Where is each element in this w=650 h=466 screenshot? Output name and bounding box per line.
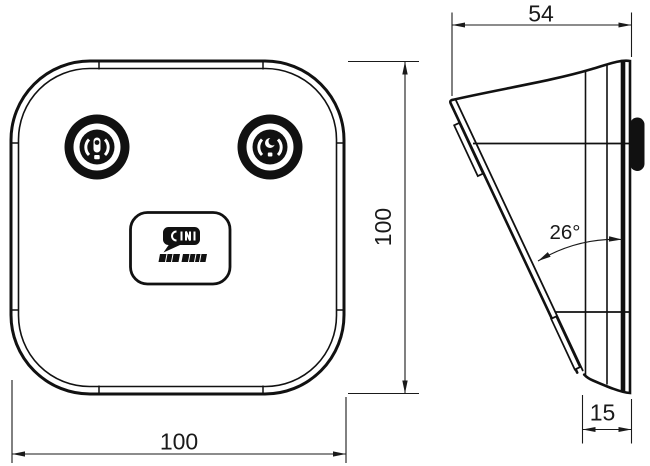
- side-body-outline: [450, 59, 632, 395]
- dimension-label-width: 100: [160, 429, 198, 455]
- left-sensor: [64, 114, 130, 180]
- speech-bubble-logo-icon: [163, 227, 200, 253]
- dimension-label-angle: 26°: [549, 221, 580, 244]
- face-inner-line: [455, 99, 584, 372]
- face-outer-line: [449, 98, 579, 374]
- cable-grommet: [630, 117, 645, 171]
- dimension-side-depth-top: 54: [451, 1, 633, 96]
- arrowhead: [582, 427, 596, 432]
- drop-sensor-icon: [84, 137, 110, 160]
- front-view: [9, 59, 346, 396]
- arrowhead: [12, 451, 25, 457]
- dimension-face-angle: 26°: [537, 221, 623, 262]
- side-view: [449, 59, 645, 395]
- dimension-label-depth-top: 54: [528, 1, 554, 27]
- arrowhead: [402, 380, 408, 394]
- dimension-label-height: 100: [370, 208, 396, 246]
- brand-wordmark: [158, 253, 207, 263]
- badge-outline: [129, 211, 232, 286]
- dimension-label-depth-bottom: 15: [590, 400, 616, 426]
- dimension-front-height: 100: [348, 60, 419, 395]
- arrowhead: [452, 22, 465, 28]
- sensor-window-strip: [452, 121, 485, 178]
- dimension-front-width: 100: [11, 380, 347, 463]
- brand-badge: [129, 211, 232, 286]
- arrowhead: [618, 427, 632, 432]
- arrowhead: [618, 22, 632, 28]
- arrowhead: [538, 252, 551, 261]
- housing-inner-line: [17, 67, 338, 388]
- right-sensor: [237, 114, 303, 180]
- arrowhead: [402, 61, 408, 75]
- dimension-side-depth-bottom: 15: [581, 395, 633, 444]
- sensor-window-strip: [549, 315, 582, 371]
- arrowhead: [333, 451, 346, 457]
- arrowhead: [608, 236, 622, 242]
- crescent-sensor-icon: [257, 137, 283, 157]
- seam-ticks: [12, 62, 343, 393]
